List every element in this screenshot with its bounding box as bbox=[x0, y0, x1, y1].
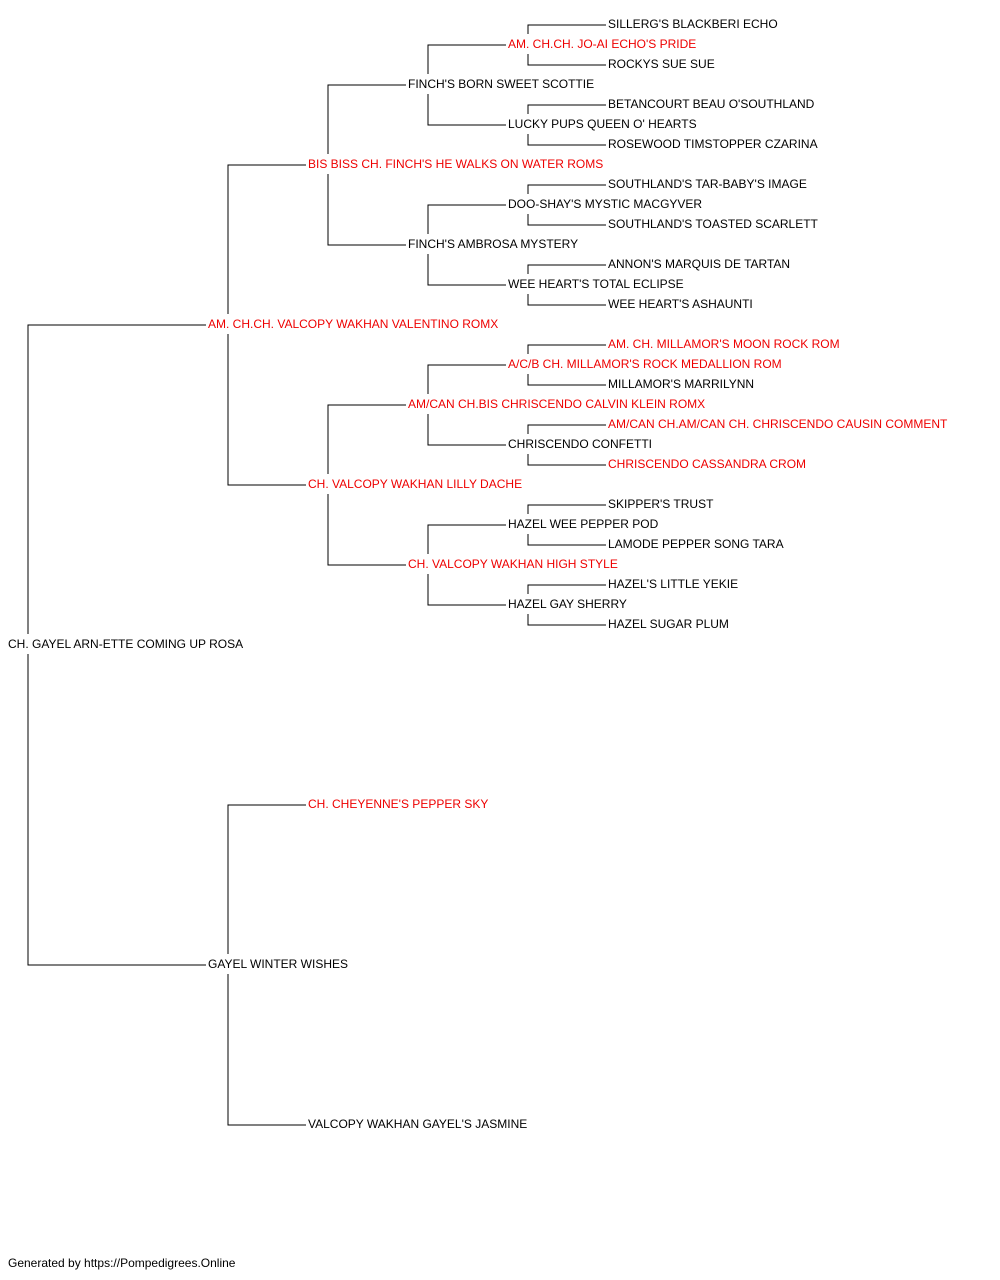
pedigree-name-sire-sire-sire-sire-sire: SILLERG'S BLACKBERI ECHO bbox=[608, 17, 778, 31]
pedigree-name-sire-dam-sire: AM/CAN CH.BIS CHRISCENDO CALVIN KLEIN RO… bbox=[408, 397, 705, 411]
connector-sire-sire-dam-dam-dam bbox=[527, 294, 606, 306]
connector-dam bbox=[27, 654, 206, 966]
pedigree-name-dam-dam: VALCOPY WAKHAN GAYEL'S JASMINE bbox=[308, 1117, 527, 1131]
connector-sire-dam-dam-dam-dam bbox=[527, 614, 606, 626]
pedigree-name-sire-dam: CH. VALCOPY WAKHAN LILLY DACHE bbox=[308, 477, 522, 491]
pedigree-name-sire-dam-dam: CH. VALCOPY WAKHAN HIGH STYLE bbox=[408, 557, 618, 571]
connector-sire-dam-sire-dam-sire bbox=[527, 424, 606, 434]
connector-sire-sire-sire-sire-sire bbox=[527, 24, 606, 34]
pedigree-name-sire-sire-sire-sire-dam: ROCKYS SUE SUE bbox=[608, 57, 715, 71]
pedigree-name-sire: AM. CH.CH. VALCOPY WAKHAN VALENTINO ROMX bbox=[208, 317, 498, 331]
connector-sire-dam-sire bbox=[327, 404, 406, 474]
pedigree-name-sire-sire-dam-sire-dam: SOUTHLAND'S TOASTED SCARLETT bbox=[608, 217, 819, 231]
pedigree-name-sire-dam-sire-dam-dam: CHRISCENDO CASSANDRA CROM bbox=[608, 457, 806, 471]
pedigree-name-sire-sire-sire-dam: LUCKY PUPS QUEEN O' HEARTS bbox=[508, 117, 697, 131]
pedigree-name-root: CH. GAYEL ARN-ETTE COMING UP ROSA bbox=[8, 637, 243, 651]
pedigree-name-sire-dam-sire-sire: A/C/B CH. MILLAMOR'S ROCK MEDALLION ROM bbox=[508, 357, 782, 371]
connector-sire-sire-sire-dam bbox=[427, 94, 506, 126]
connector-sire-dam-sire-dam bbox=[427, 414, 506, 446]
connector-sire-sire-sire-sire bbox=[427, 44, 506, 74]
pedigree-connector-lines bbox=[27, 24, 606, 1126]
connector-sire-dam bbox=[227, 334, 306, 486]
pedigree-name-sire-sire-sire-dam-dam: ROSEWOOD TIMSTOPPER CZARINA bbox=[608, 137, 818, 151]
pedigree-name-sire-dam-dam-sire-dam: LAMODE PEPPER SONG TARA bbox=[608, 537, 784, 551]
pedigree-name-sire-sire-dam-dam-dam: WEE HEART'S ASHAUNTI bbox=[608, 297, 753, 311]
connector-sire-sire-dam bbox=[327, 174, 406, 246]
pedigree-name-sire-sire-dam-sire-sire: SOUTHLAND'S TAR-BABY'S IMAGE bbox=[608, 177, 807, 191]
connector-sire-dam-dam-sire bbox=[427, 524, 506, 554]
connector-sire-sire-dam-sire bbox=[427, 204, 506, 234]
connector-sire-dam-dam bbox=[327, 494, 406, 566]
connector-sire-sire-dam-dam-sire bbox=[527, 264, 606, 274]
pedigree-name-sire-sire-dam: FINCH'S AMBROSA MYSTERY bbox=[408, 237, 578, 251]
connector-sire bbox=[27, 324, 206, 634]
pedigree-name-sire-dam-sire-sire-sire: AM. CH. MILLAMOR'S MOON ROCK ROM bbox=[608, 337, 840, 351]
connector-sire-dam-sire-sire-sire bbox=[527, 344, 606, 354]
connector-sire-dam-dam-sire-dam bbox=[527, 534, 606, 546]
pedigree-name-sire-dam-dam-dam: HAZEL GAY SHERRY bbox=[508, 597, 627, 611]
pedigree-name-sire-sire-sire-dam-sire: BETANCOURT BEAU O'SOUTHLAND bbox=[608, 97, 815, 111]
pedigree-name-sire-sire: BIS BISS CH. FINCH'S HE WALKS ON WATER R… bbox=[308, 157, 603, 171]
connector-sire-sire bbox=[227, 164, 306, 314]
pedigree-name-sire-sire-dam-sire: DOO-SHAY'S MYSTIC MACGYVER bbox=[508, 197, 702, 211]
connector-sire-sire-sire-dam-dam bbox=[527, 134, 606, 146]
connector-sire-sire-dam-dam bbox=[427, 254, 506, 286]
connector-sire-sire-dam-sire-dam bbox=[527, 214, 606, 226]
pedigree-name-sire-dam-dam-dam-sire: HAZEL'S LITTLE YEKIE bbox=[608, 577, 738, 591]
pedigree-name-sire-dam-dam-sire: HAZEL WEE PEPPER POD bbox=[508, 517, 659, 531]
pedigree-name-sire-dam-dam-sire-sire: SKIPPER'S TRUST bbox=[608, 497, 714, 511]
connector-dam-sire bbox=[227, 804, 306, 954]
connector-sire-sire-sire-sire-dam bbox=[527, 54, 606, 66]
connector-sire-dam-dam-dam-sire bbox=[527, 584, 606, 594]
footer-credit: Generated by https://Pompedigrees.Online bbox=[8, 1256, 236, 1270]
connector-sire-dam-sire-sire-dam bbox=[527, 374, 606, 386]
pedigree-name-sire-sire-dam-dam: WEE HEART'S TOTAL ECLIPSE bbox=[508, 277, 684, 291]
connector-sire-sire-dam-sire-sire bbox=[527, 184, 606, 194]
connector-sire-dam-dam-dam bbox=[427, 574, 506, 606]
pedigree-name-sire-dam-dam-dam-dam: HAZEL SUGAR PLUM bbox=[608, 617, 729, 631]
pedigree-name-sire-dam-sire-dam: CHRISCENDO CONFETTI bbox=[508, 437, 652, 451]
pedigree-names: CH. GAYEL ARN-ETTE COMING UP ROSA AM. CH.… bbox=[8, 17, 948, 1131]
pedigree-name-dam: GAYEL WINTER WISHES bbox=[208, 957, 348, 971]
pedigree-name-sire-sire-sire-sire: AM. CH.CH. JO-AI ECHO'S PRIDE bbox=[508, 37, 696, 51]
pedigree-name-dam-sire: CH. CHEYENNE'S PEPPER SKY bbox=[308, 797, 488, 811]
connector-dam-dam bbox=[227, 974, 306, 1126]
pedigree-name-sire-sire-sire: FINCH'S BORN SWEET SCOTTIE bbox=[408, 77, 594, 91]
connector-sire-dam-sire-sire bbox=[427, 364, 506, 394]
connector-sire-sire-sire bbox=[327, 84, 406, 154]
connector-sire-dam-sire-dam-dam bbox=[527, 454, 606, 466]
connector-sire-dam-dam-sire-sire bbox=[527, 504, 606, 514]
pedigree-name-sire-sire-dam-dam-sire: ANNON'S MARQUIS DE TARTAN bbox=[608, 257, 790, 271]
pedigree-name-sire-dam-sire-dam-sire: AM/CAN CH.AM/CAN CH. CHRISCENDO CAUSIN C… bbox=[608, 417, 948, 431]
connector-sire-sire-sire-dam-sire bbox=[527, 104, 606, 114]
pedigree-name-sire-dam-sire-sire-dam: MILLAMOR'S MARRILYNN bbox=[608, 377, 754, 391]
pedigree-tree: CH. GAYEL ARN-ETTE COMING UP ROSA AM. CH.… bbox=[8, 17, 948, 1131]
